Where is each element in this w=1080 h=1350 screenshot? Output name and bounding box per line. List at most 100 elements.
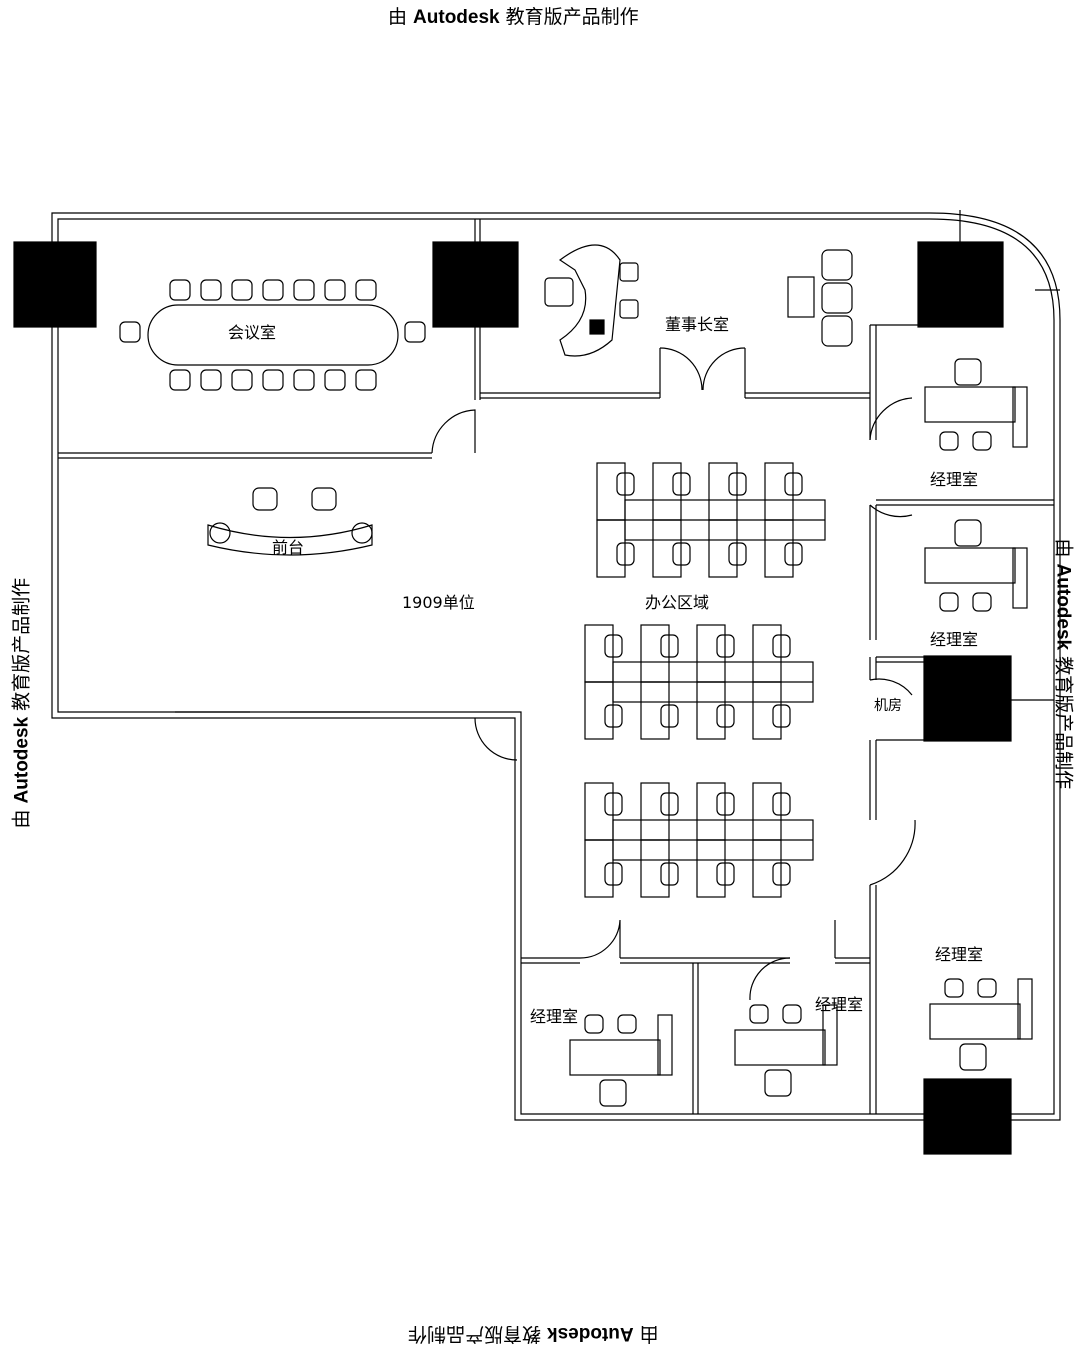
workstation-desk — [640, 624, 670, 683]
label-unit: 1909单位 — [402, 593, 475, 612]
chair — [660, 634, 679, 658]
chair — [262, 279, 284, 301]
chair — [660, 792, 679, 816]
label-manager-office: 经理室 — [935, 945, 983, 964]
manager-desk — [929, 1003, 1021, 1040]
chair — [604, 634, 623, 658]
chair — [599, 1079, 627, 1107]
manager-return — [1012, 386, 1028, 448]
workstation-desk — [640, 681, 670, 740]
chair — [716, 792, 735, 816]
meeting-table — [147, 304, 399, 366]
workstation-desk — [596, 462, 626, 521]
chair — [784, 542, 803, 566]
chairman-desk — [558, 244, 621, 357]
chair — [324, 279, 346, 301]
chair — [672, 472, 691, 496]
chair — [231, 369, 253, 391]
chair — [749, 1004, 769, 1024]
chair — [959, 1043, 987, 1071]
chair — [404, 321, 426, 343]
manager-desk — [734, 1029, 826, 1066]
chair — [200, 369, 222, 391]
label-manager-office: 经理室 — [930, 470, 978, 489]
workstation-desk — [696, 681, 726, 740]
label-manager-office: 经理室 — [930, 630, 978, 649]
chair — [764, 1069, 792, 1097]
columns — [13, 241, 1012, 1155]
chair — [944, 978, 964, 998]
chair — [584, 1014, 604, 1034]
workstation-desk — [696, 624, 726, 683]
workstation-desk — [708, 519, 738, 578]
manager-return — [1017, 978, 1033, 1040]
chair — [660, 862, 679, 886]
chair — [728, 542, 747, 566]
chair — [972, 592, 992, 612]
chair — [716, 634, 735, 658]
watermark-top: 由 Autodesk 教育版产品制作 — [388, 6, 639, 28]
workstation-desk — [696, 839, 726, 898]
chair — [616, 472, 635, 496]
label-manager-office: 经理室 — [530, 1007, 578, 1026]
workstation-desk — [708, 462, 738, 521]
workstation-desk — [696, 782, 726, 841]
chair — [728, 472, 747, 496]
workstation-desk — [584, 782, 614, 841]
chair — [617, 1014, 637, 1034]
chair — [231, 279, 253, 301]
chair — [954, 519, 982, 547]
chair — [716, 862, 735, 886]
chair — [355, 369, 377, 391]
chair — [772, 634, 791, 658]
doors — [431, 347, 916, 1001]
manager-return — [1012, 547, 1028, 609]
label-manager-office: 经理室 — [815, 995, 863, 1014]
chair — [660, 704, 679, 728]
chair — [954, 358, 982, 386]
chair — [939, 592, 959, 612]
chair — [672, 542, 691, 566]
workstation-desk — [752, 681, 782, 740]
workstation-desk — [584, 624, 614, 683]
manager-desk — [569, 1039, 661, 1076]
chair — [604, 792, 623, 816]
chair — [772, 704, 791, 728]
workstation-desk — [584, 839, 614, 898]
label-meeting-room: 会议室 — [228, 323, 276, 342]
chair — [355, 279, 377, 301]
chair — [293, 369, 315, 391]
chair — [169, 369, 191, 391]
chair — [604, 704, 623, 728]
workstation-desk — [584, 681, 614, 740]
workstation-desk — [752, 624, 782, 683]
label-chairman-office: 董事长室 — [665, 315, 729, 334]
manager-return — [657, 1014, 673, 1076]
workstation-desk — [652, 519, 682, 578]
manager-desk — [924, 547, 1016, 584]
chair — [293, 279, 315, 301]
workstation-desk — [752, 782, 782, 841]
chair — [200, 279, 222, 301]
reception-desk — [207, 524, 373, 556]
chair — [324, 369, 346, 391]
chair — [169, 279, 191, 301]
manager-return — [822, 1004, 838, 1066]
chair — [604, 862, 623, 886]
interior-walls — [58, 219, 1054, 1114]
room-labels: 会议室 董事长室 经理室 经理室 经理室 经理室 经理室 前台 1909单位 办… — [228, 315, 983, 1026]
workstation-desk — [596, 519, 626, 578]
label-office-area: 办公区域 — [645, 593, 709, 612]
furniture — [119, 244, 1033, 1107]
chair — [782, 1004, 802, 1024]
workstation-desk — [640, 839, 670, 898]
label-reception: 前台 — [272, 538, 304, 557]
chair — [972, 431, 992, 451]
chair — [262, 369, 284, 391]
manager-desk — [924, 386, 1016, 423]
workstation-desk — [752, 839, 782, 898]
chair — [616, 542, 635, 566]
label-server-room: 机房 — [874, 698, 902, 714]
chair — [716, 704, 735, 728]
